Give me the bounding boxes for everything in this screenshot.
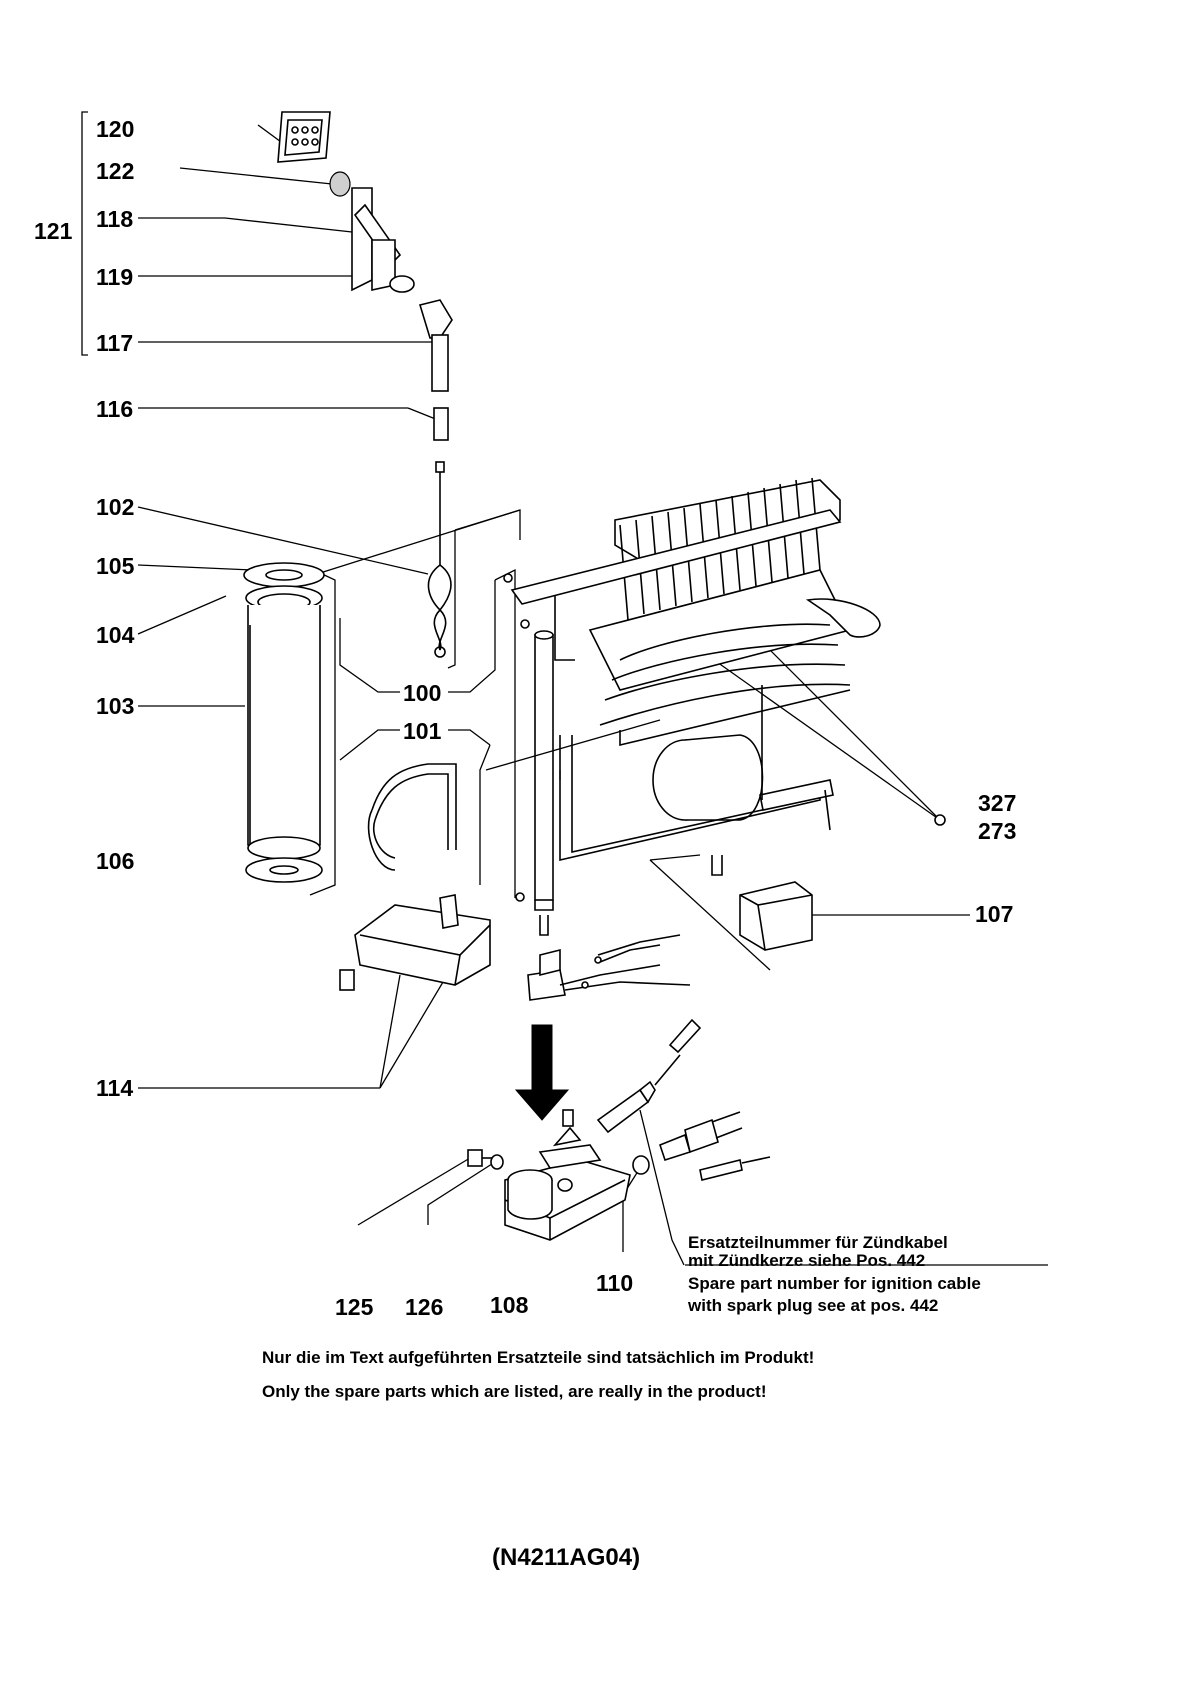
ring-110 xyxy=(632,1155,650,1175)
label-105: 105 xyxy=(96,553,135,579)
note-de-line2: mit Zündkerze siehe Pos. 442 xyxy=(688,1251,926,1270)
vent-cover-120 xyxy=(277,111,331,163)
label-114: 114 xyxy=(96,1075,134,1101)
label-107: 107 xyxy=(975,901,1014,927)
label-104: 104 xyxy=(96,622,135,648)
cover-107 xyxy=(739,881,813,951)
label-126: 126 xyxy=(405,1294,444,1320)
footer-note-de: Nur die im Text aufgeführten Ersatzteile… xyxy=(262,1348,815,1367)
label-121: 121 xyxy=(34,218,73,244)
label-118: 118 xyxy=(96,206,134,232)
burner-tube-103 xyxy=(243,562,325,883)
flue-duct-118-119 xyxy=(351,187,415,293)
grill-122 xyxy=(329,171,351,197)
label-273: 273 xyxy=(978,818,1017,844)
spark-plug-cable xyxy=(596,1018,702,1134)
direction-arrow xyxy=(514,1024,570,1121)
tube-101 xyxy=(367,763,457,871)
label-120: 120 xyxy=(96,116,135,142)
label-102: 102 xyxy=(96,494,135,520)
label-122: 122 xyxy=(96,158,135,184)
note-en-line2: with spark plug see at pos. 442 xyxy=(688,1296,939,1315)
part-116 xyxy=(433,407,449,441)
note-en-line1: Spare part number for ignition cable xyxy=(688,1274,981,1293)
group-121-bracket xyxy=(81,111,88,356)
baffle-102 xyxy=(427,472,452,658)
boiler-tube xyxy=(534,630,554,936)
screw-125 xyxy=(467,1149,492,1167)
label-119: 119 xyxy=(96,264,134,290)
note-de-line1: Ersatzteilnummer für Zündkabel xyxy=(688,1233,948,1252)
label-116: 116 xyxy=(96,396,134,422)
label-110: 110 xyxy=(596,1270,634,1296)
label-106: 106 xyxy=(96,848,135,874)
burner-108 xyxy=(504,1109,631,1241)
cooling-unit xyxy=(510,477,881,876)
bracket-100 xyxy=(309,509,521,898)
footer-note-en: Only the spare parts which are listed, a… xyxy=(262,1382,767,1401)
flue-pipe-117 xyxy=(418,299,453,392)
drawing-code: (N4211AG04) xyxy=(492,1544,641,1571)
label-327: 327 xyxy=(978,790,1017,816)
label-108: 108 xyxy=(490,1292,529,1318)
label-125: 125 xyxy=(335,1294,374,1320)
heat-shield-114 xyxy=(339,894,491,991)
burner-ignition-assembly xyxy=(527,934,691,1001)
label-103: 103 xyxy=(96,693,135,719)
label-101: 101 xyxy=(403,718,442,744)
label-117: 117 xyxy=(96,330,134,356)
gas-fitting xyxy=(659,1111,743,1162)
washer-126 xyxy=(490,1154,504,1170)
thermocouple xyxy=(699,1156,771,1181)
label-100: 100 xyxy=(403,680,442,706)
